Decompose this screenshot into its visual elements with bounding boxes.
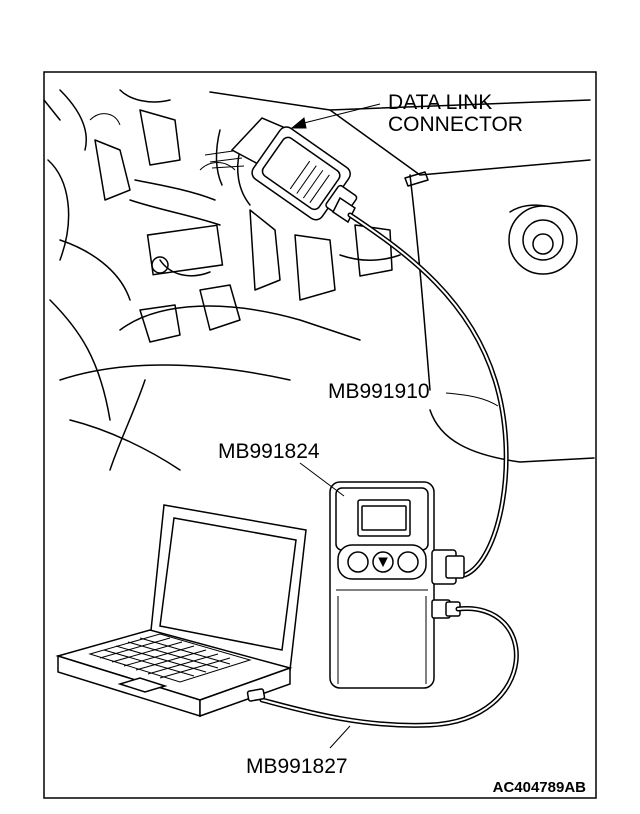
- cable-mb991910: [347, 212, 509, 578]
- data-link-connector-icon: [230, 117, 358, 224]
- dashboard-background: [43, 89, 595, 471]
- vci-unit-icon: [329, 481, 465, 689]
- mb991824-leader-line: [299, 462, 345, 497]
- mb991827-leader-line: [329, 725, 351, 749]
- connector-leader-arrow: [290, 117, 307, 129]
- mb991824-label: MB991824: [218, 440, 320, 463]
- mb991827-label: MB991827: [246, 755, 348, 778]
- connector-leader-line: [299, 103, 381, 125]
- figure-id-label: AC404789AB: [493, 779, 587, 796]
- laptop-icon: [55, 504, 307, 718]
- data-link-connector-label-line2: CONNECTOR: [388, 113, 523, 136]
- mb991910-leader-line: [445, 392, 499, 407]
- mb991910-label: MB991910: [328, 380, 430, 403]
- data-link-connector-label-line1: DATA LINK: [388, 91, 492, 114]
- cable-mb991827: [259, 606, 519, 728]
